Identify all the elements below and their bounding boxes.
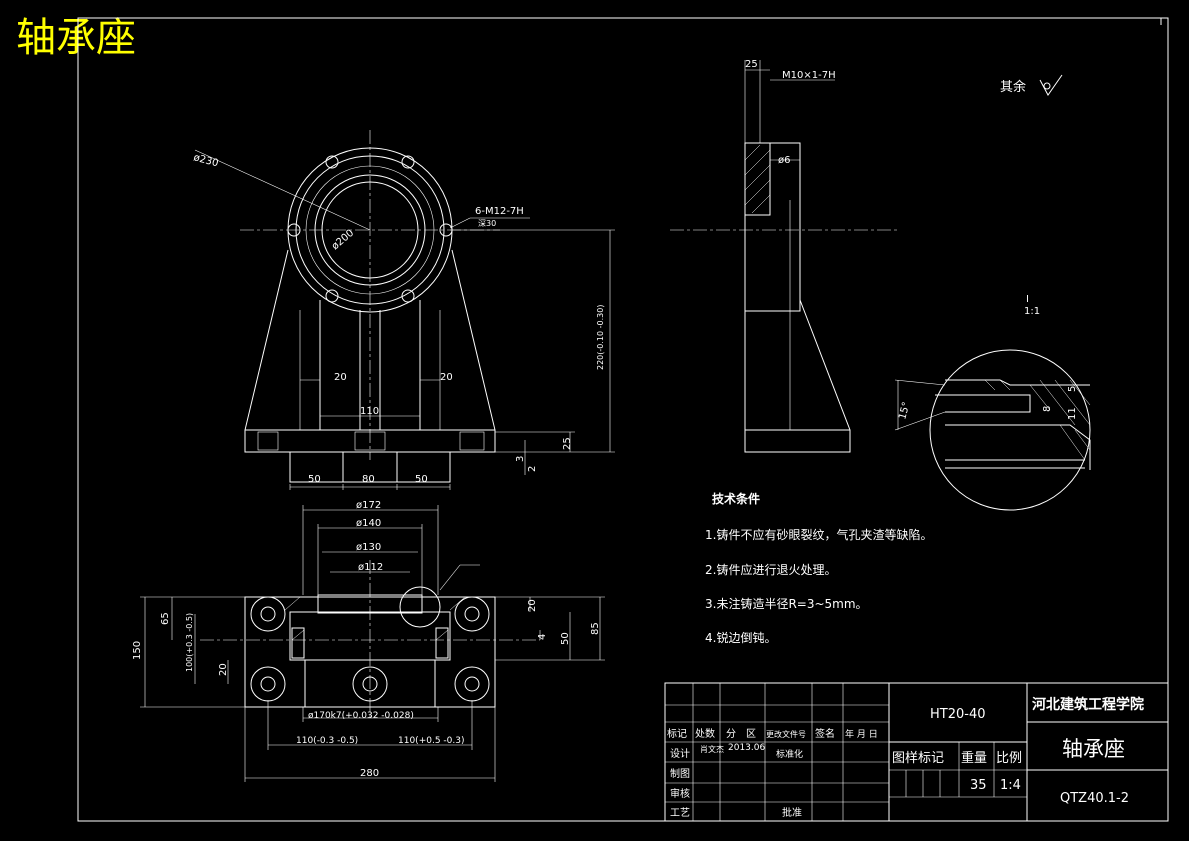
col-date: 年 月 日 [845, 728, 878, 740]
tech-item-1: 1.铸件不应有砂眼裂纹，气孔夹渣等缺陷。 [705, 527, 932, 542]
design-date: 2013.06 [728, 743, 765, 753]
holes-depth: 深30 [478, 219, 496, 228]
tech-item-2: 2.铸件应进行退火处理。 [705, 562, 836, 577]
dim-150: 150 [132, 641, 143, 660]
tech-item-3: 3.未注铸造半径R=3~5mm。 [705, 596, 868, 611]
col-count: 处数 [695, 727, 715, 740]
dim-85: 85 [590, 622, 601, 635]
dim-220: 220(-0.10 -0.30) [596, 305, 605, 370]
dim-dia-140: ø140 [356, 518, 381, 529]
roughness-symbol-icon [1039, 74, 1063, 96]
dim-dia-170: ø170k7(+0.032 -0.028) [308, 711, 414, 721]
designer: 肖文杰 [700, 744, 724, 754]
material: HT20-40 [930, 707, 986, 722]
dim-3: 3 [515, 456, 526, 462]
row-standard: 标准化 [776, 748, 803, 760]
detail-dim-8: 8 [1042, 406, 1053, 412]
dim-dia-230: ø230 [192, 152, 219, 169]
surface-note: 其余 [1000, 79, 1026, 95]
label-weight: 重量 [961, 750, 987, 766]
row-draw: 制图 [670, 767, 690, 780]
detail-view: I 1:1 15° 5 8 11 [894, 294, 1091, 511]
row-process: 工艺 [670, 807, 690, 819]
dim-65: 65 [160, 612, 171, 625]
tech-item-4: 4.锐边倒钝。 [705, 631, 776, 645]
dim-100: 100(+0.3 -0.5) [185, 613, 194, 672]
side-thread: M10×1-7H [782, 70, 836, 81]
col-zone: 分 区 [726, 728, 756, 740]
holes-note: 6-M12-7H [475, 206, 524, 217]
label-scale: 比例 [996, 751, 1022, 766]
dim-20-left: 20 [218, 663, 229, 676]
col-sign: 签名 [815, 727, 835, 740]
dim-20-top: 20 [527, 599, 538, 612]
detail-label: I [1026, 294, 1029, 305]
dim-110-left: 110(-0.3 -0.5) [296, 736, 358, 746]
side-dia-6: ø6 [778, 155, 790, 166]
label-stage: 图样标记 [892, 751, 944, 766]
drawing-number: QTZ40.1-2 [1060, 791, 1129, 806]
side-view: 25 M10×1-7H ø6 [670, 59, 900, 453]
scale-value: 1:4 [1000, 778, 1021, 793]
top-view: ø172 ø140 ø130 ø112 85 50 20 4 150 65 10… [132, 500, 605, 782]
dim-110-right: 110(+0.5 -0.3) [398, 736, 464, 746]
front-view: ø230 ø200 6-M12-7H 深30 20 20 110 50 80 5… [192, 130, 615, 490]
row-approve: 批准 [782, 806, 802, 819]
dim-base-80: 80 [362, 474, 375, 485]
dim-rib-right: 20 [440, 372, 453, 383]
drawing-border [77, 17, 1169, 822]
dim-280: 280 [360, 768, 379, 779]
dim-dia-112: ø112 [358, 562, 383, 573]
detail-dim-11: 11 [1067, 407, 1078, 420]
school-name: 河北建筑工程学院 [1032, 696, 1144, 713]
dim-dia-130: ø130 [356, 542, 381, 553]
dim-base-50b: 50 [415, 474, 428, 485]
dim-rib-left: 20 [334, 372, 347, 383]
part-name: 轴承座 [1062, 737, 1125, 761]
dim-4-top: 4 [537, 634, 548, 640]
detail-scale: 1:1 [1024, 306, 1040, 317]
dim-dia-200: ø200 [330, 228, 356, 253]
detail-dim-5: 5 [1067, 386, 1078, 392]
title-block: HT20-40 河北建筑工程学院 轴承座 QTZ40.1-2 标记 处数 分 区… [664, 682, 1169, 822]
drawing-title: 轴承座 [16, 15, 136, 61]
dim-base-50a: 50 [308, 474, 321, 485]
row-design: 设计 [670, 747, 690, 760]
dim-2: 2 [527, 466, 538, 472]
col-docno: 更改文件号 [766, 729, 806, 739]
dim-50-top: 50 [560, 632, 571, 645]
weight-value: 35 [970, 778, 987, 793]
row-review: 审核 [670, 787, 690, 800]
tech-heading: 技术条件 [712, 491, 760, 506]
side-dim-25: 25 [745, 59, 758, 70]
col-mark: 标记 [667, 728, 687, 740]
dim-dia-172: ø172 [356, 500, 381, 511]
tech-requirements: 技术条件 1.铸件不应有砂眼裂纹，气孔夹渣等缺陷。 2.铸件应进行退火处理。 3… [705, 491, 932, 645]
detail-angle: 15° [897, 401, 912, 421]
dim-25: 25 [562, 437, 573, 450]
dim-110-front: 110 [360, 406, 379, 417]
